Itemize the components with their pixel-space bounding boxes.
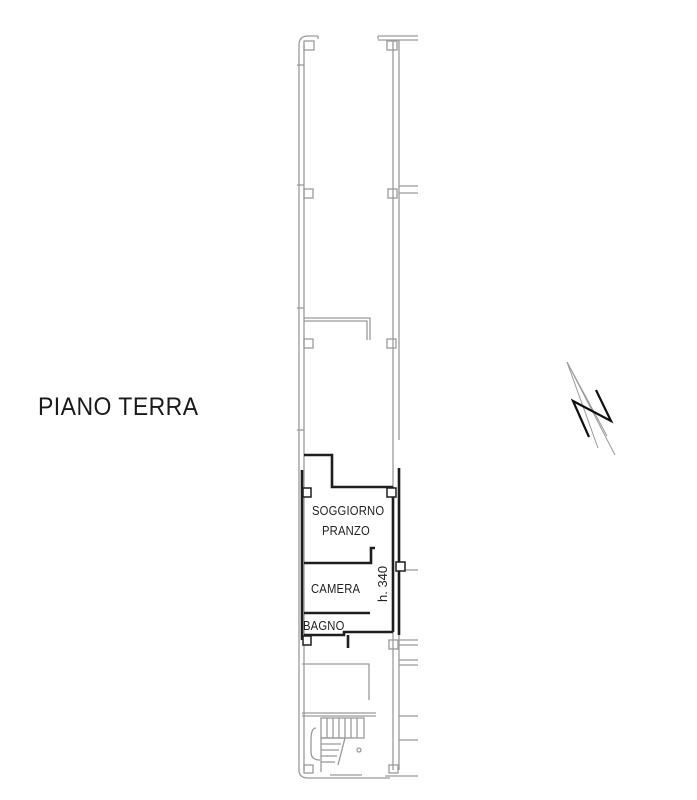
room-label-soggiorno: SOGGIORNO bbox=[312, 504, 385, 518]
unit-columns bbox=[302, 487, 406, 646]
room-label-camera: CAMERA bbox=[311, 582, 361, 596]
room-label-pranzo: PRANZO bbox=[322, 524, 370, 538]
building-outline bbox=[297, 35, 418, 779]
unit-walls bbox=[300, 453, 401, 648]
north-arrow-icon bbox=[566, 361, 616, 456]
room-label-bagno: BAGNO bbox=[303, 619, 345, 633]
ceiling-height-label: h. 340 bbox=[375, 565, 390, 602]
floor-title: PIANO TERRA bbox=[38, 393, 199, 421]
